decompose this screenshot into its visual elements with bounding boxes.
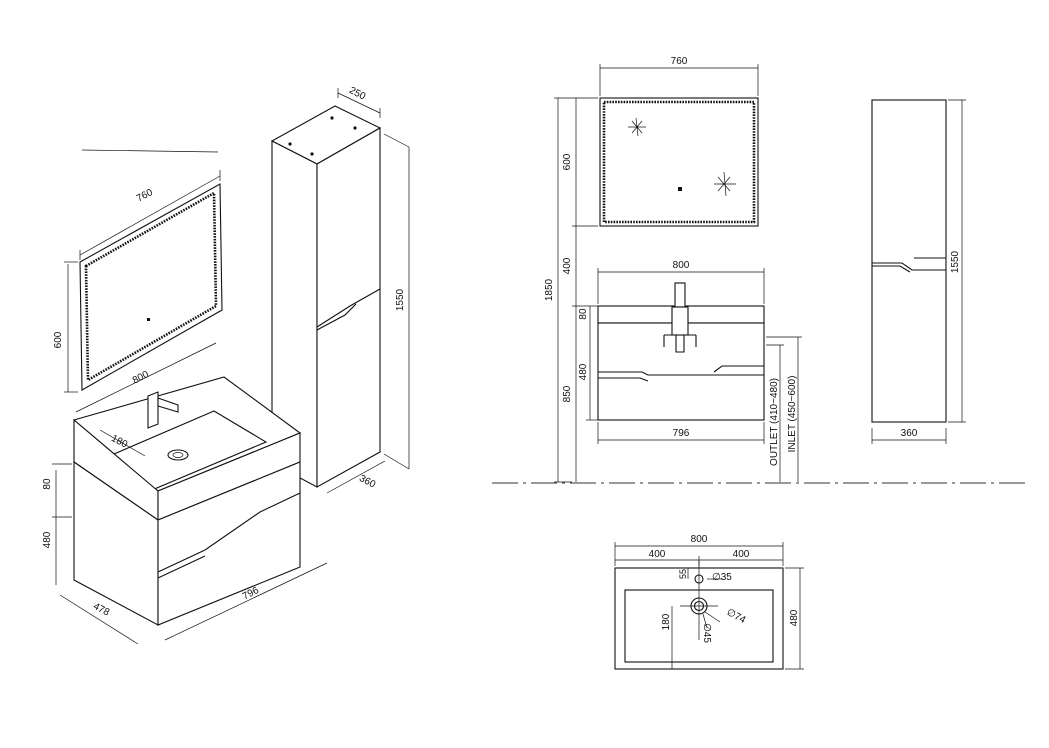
top-view: 800 400 400 55 ∅35 ∅74 ∅45 180 480 xyxy=(614,534,804,670)
front-vanity-height: 480 xyxy=(578,363,589,380)
front-mirror-gap: 400 xyxy=(562,257,573,274)
tall-cabinet-width: 360 xyxy=(901,428,918,439)
iso-mirror-height: 600 xyxy=(53,331,64,348)
top-half-left: 400 xyxy=(649,549,666,560)
top-tap-offset: 55 xyxy=(678,569,688,579)
tall-cabinet-height: 1550 xyxy=(950,250,961,273)
front-mirror-width: 760 xyxy=(671,56,688,67)
iso-mirror xyxy=(64,149,223,393)
tall-cabinet-view: 1550 360 xyxy=(871,99,966,444)
front-mirror xyxy=(599,97,759,227)
front-outlet: OUTLET (410~480) xyxy=(769,378,780,466)
iso-cabinet-depth: 250 xyxy=(347,85,367,103)
front-vanity-width: 796 xyxy=(673,428,690,439)
iso-mirror-width: 760 xyxy=(135,187,155,205)
iso-top-thickness: 80 xyxy=(42,478,53,490)
front-floor-to-top: 850 xyxy=(562,385,573,402)
iso-cabinet-width: 360 xyxy=(357,473,377,491)
front-mirror-height: 600 xyxy=(562,153,573,170)
front-inlet: INLET (450~600) xyxy=(787,376,798,453)
front-vanity xyxy=(597,282,765,421)
front-basin-width: 800 xyxy=(673,260,690,271)
top-half-right: 400 xyxy=(733,549,750,560)
top-total-width: 800 xyxy=(691,534,708,545)
top-depth: 480 xyxy=(789,609,800,626)
top-tap-hole-dia: ∅35 xyxy=(712,572,732,583)
iso-basin-width: 800 xyxy=(131,369,151,387)
front-total-height: 1850 xyxy=(544,278,555,301)
iso-vanity xyxy=(52,342,328,645)
front-view: 760 600 400 1850 800 80 480 850 796 OUTL… xyxy=(544,56,802,483)
iso-tall-cabinet xyxy=(270,88,410,494)
top-drain-offset: 180 xyxy=(661,613,672,630)
iso-cabinet-height: 1550 xyxy=(395,288,406,311)
iso-vanity-height: 480 xyxy=(42,531,53,548)
iso-vanity-depth: 478 xyxy=(91,601,111,619)
front-top-thickness: 80 xyxy=(578,308,589,320)
isometric-view: 760 600 250 1550 360 800 180 80 480 478 … xyxy=(42,85,410,645)
top-drain-inner-dia: ∅45 xyxy=(701,623,712,643)
